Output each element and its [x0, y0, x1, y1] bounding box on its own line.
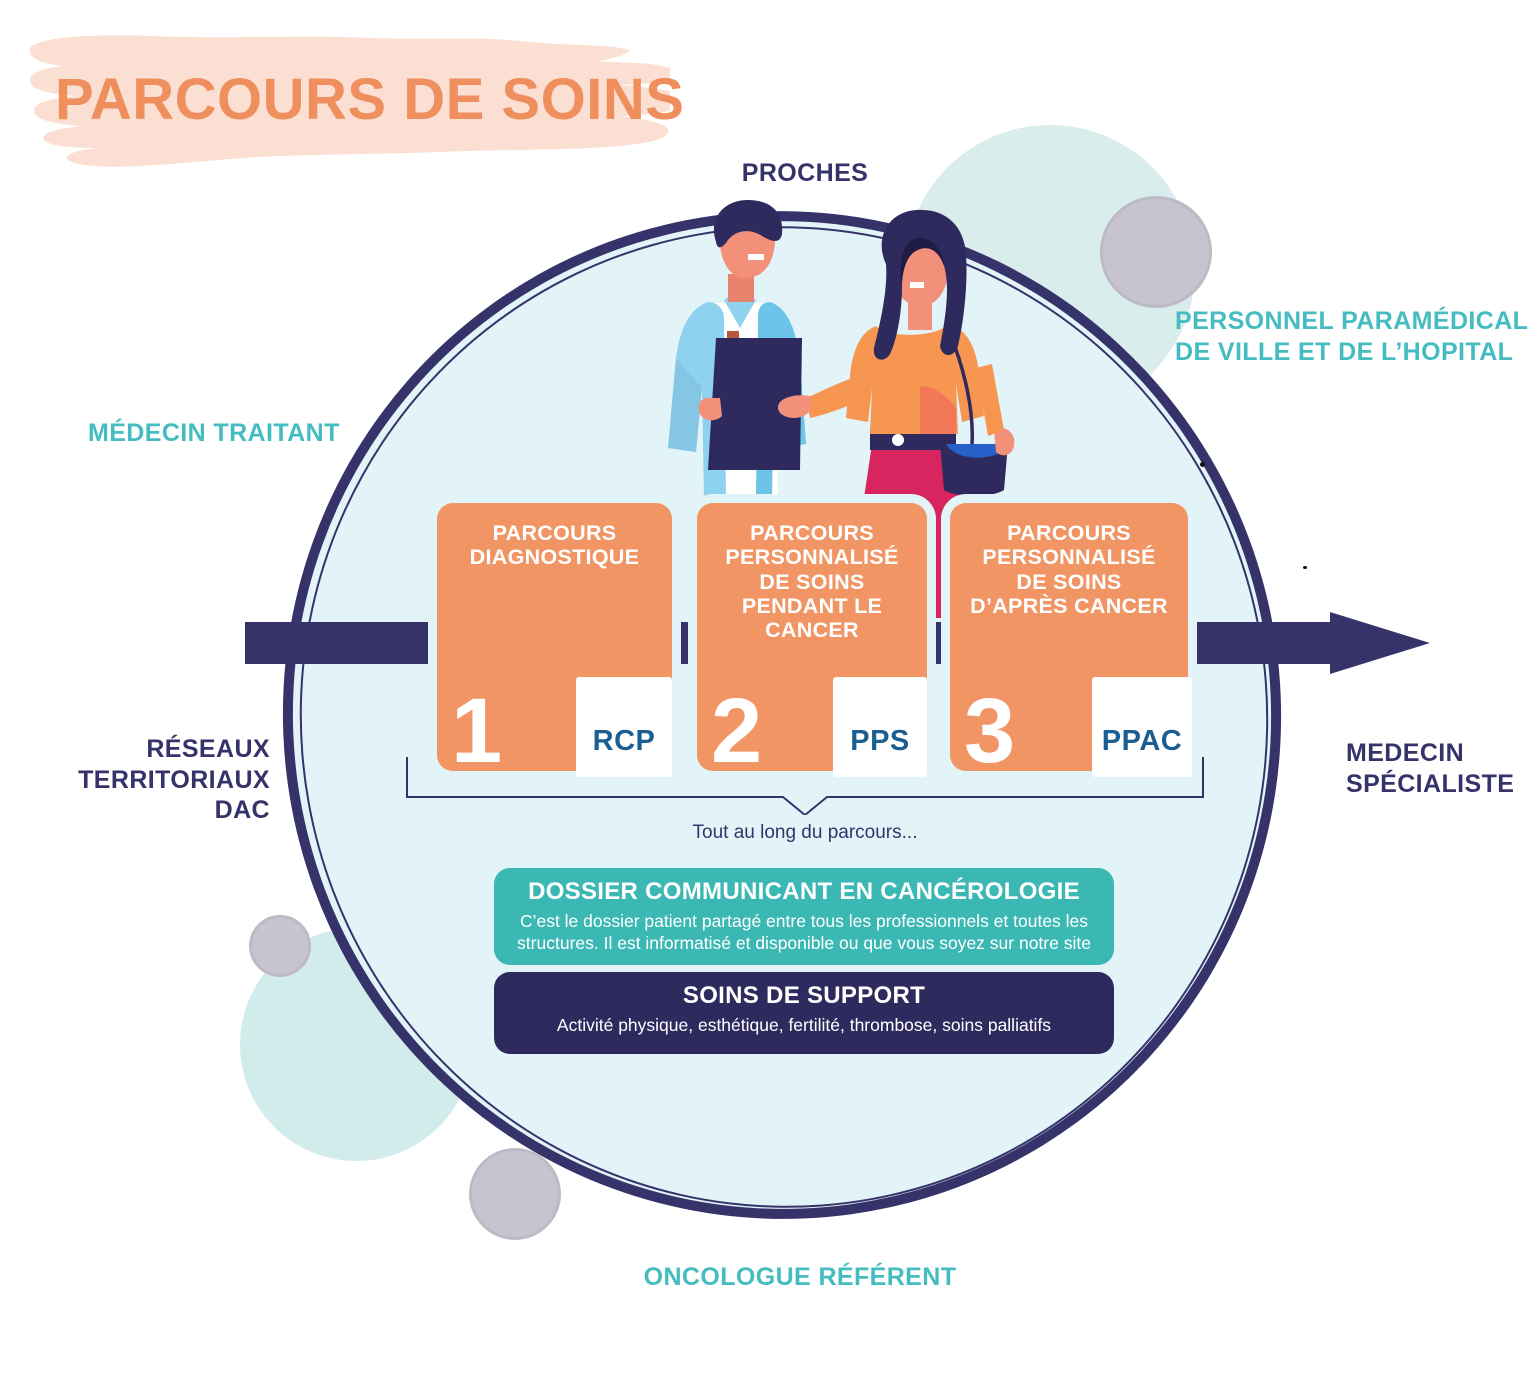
ring-label-reseaux-line3: DAC — [214, 796, 270, 824]
ring-label-medecin-specialiste: MEDECIN SPÉCIALISTE — [1346, 738, 1536, 799]
ring-label-medecin-traitant: MÉDECIN TRAITANT — [88, 419, 340, 447]
ring-label-oncologue-referent: ONCOLOGUE RÉFÉRENT — [643, 1263, 957, 1291]
info-box-dossier-subtitle: C’est le dossier patient partagé entre t… — [517, 910, 1091, 954]
ring-label-reseaux-territoriaux: RÉSEAUX TERRITORIAUX DAC — [40, 734, 270, 826]
ring-label-paramedical-line2: DE VILLE ET DE L’HOPITAL — [1175, 337, 1514, 366]
info-box-support-title: SOINS DE SUPPORT — [682, 982, 926, 1009]
ring-label-proches: PROCHES — [741, 159, 869, 187]
artifact-dot-1 — [1200, 462, 1205, 467]
stage-tag-rcp-label: RCP — [592, 725, 656, 757]
ring-label-reseaux-line2: TERRITORIAUX — [78, 765, 270, 794]
stage-card-3-number: 3 — [964, 680, 1016, 782]
page-title: PARCOURS DE SOINS — [55, 67, 685, 132]
stages-bracket — [406, 757, 1204, 815]
title-brush-stroke — [29, 35, 670, 167]
stage-card-1-number: 1 — [451, 680, 503, 782]
info-box-dossier-communicant[interactable]: DOSSIER COMMUNICANT EN CANCÉROLOGIE C’es… — [494, 868, 1114, 965]
info-box-dossier-title: DOSSIER COMMUNICANT EN CANCÉROLOGIE — [528, 878, 1080, 905]
artifact-dot-2 — [1303, 566, 1307, 569]
ring-label-reseaux-line1: RÉSEAUX — [146, 735, 270, 763]
stage-tag-ppac[interactable]: PPAC — [1092, 677, 1192, 777]
ring-label-specialiste-line1: MEDECIN — [1346, 739, 1465, 767]
ring-label-paramedical-line1: PERSONNEL PARAMÉDICAL — [1175, 307, 1529, 335]
stage-tag-pps-label: PPS — [850, 725, 910, 757]
stage-tag-ppac-label: PPAC — [1101, 725, 1183, 757]
decorative-circle-gray-top — [1100, 196, 1212, 308]
decorative-circle-gray-bottom — [469, 1148, 561, 1240]
info-box-soins-de-support[interactable]: SOINS DE SUPPORT Activité physique, esth… — [494, 972, 1114, 1054]
decorative-circle-gray-left — [249, 915, 311, 977]
ring-label-specialiste-line2: SPÉCIALISTE — [1346, 769, 1515, 798]
bracket-caption: Tout au long du parcours... — [692, 822, 918, 843]
stage-tag-rcp[interactable]: RCP — [576, 677, 672, 777]
stage-card-2-number: 2 — [711, 680, 763, 782]
stage-tag-pps[interactable]: PPS — [833, 677, 927, 777]
ring-label-personnel-paramedical: PERSONNEL PARAMÉDICAL DE VILLE ET DE L’H… — [1175, 306, 1535, 367]
info-box-support-subtitle: Activité physique, esthétique, fertilité… — [556, 1014, 1052, 1035]
